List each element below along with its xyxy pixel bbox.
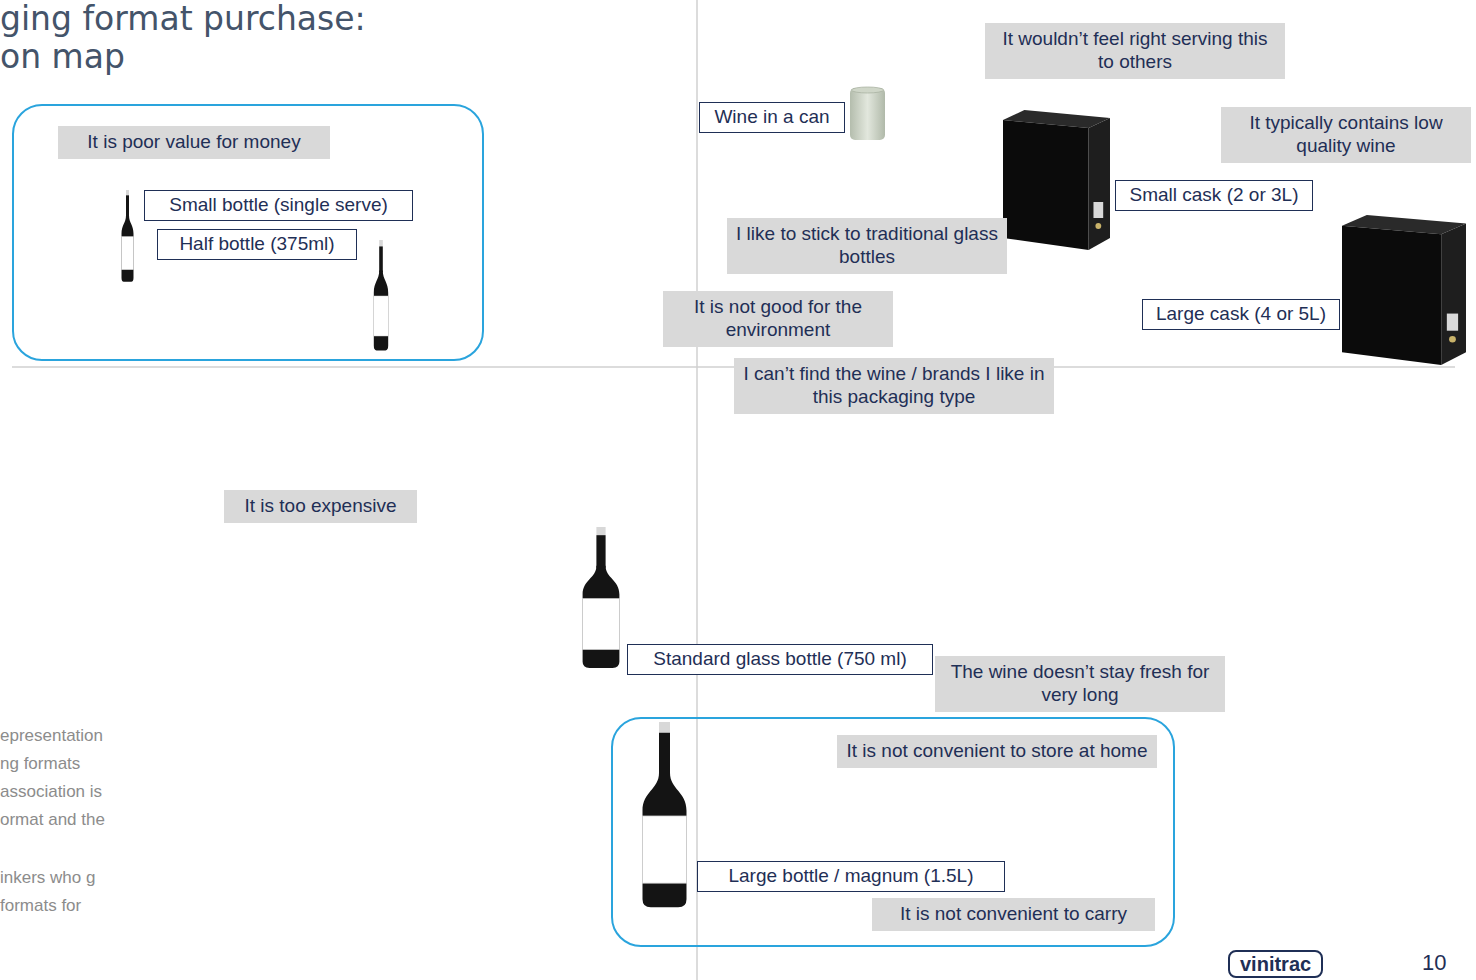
format-label: Large cask (4 or 5L)	[1142, 299, 1340, 330]
reason-box: The wine doesn’t stay fresh for very lon…	[935, 656, 1225, 712]
half-bottle-image	[374, 240, 388, 350]
box-text: Large bottle / magnum (1.5L)	[704, 865, 998, 888]
box-text: It typically contains low quality wine	[1229, 112, 1463, 158]
small-cask-image	[1003, 110, 1110, 250]
magnum-image	[643, 722, 687, 907]
box-text: It wouldn’t feel right serving this to o…	[993, 28, 1277, 74]
brand-logo: vinitrac	[1228, 950, 1323, 978]
cluster-outline: It is poor value for moneySmall bottle (…	[12, 104, 484, 361]
format-label: Small bottle (single serve)	[144, 190, 413, 221]
can-image	[850, 87, 885, 140]
box-text: It is not good for the environment	[671, 296, 885, 342]
box-text: Small cask (2 or 3L)	[1122, 184, 1306, 207]
box-text: It is too expensive	[232, 495, 409, 518]
reason-box: I can’t find the wine / brands I like in…	[734, 358, 1054, 414]
box-text: It is not convenient to store at home	[845, 740, 1149, 763]
footnote-text: inkers who g formats for	[0, 864, 125, 920]
reason-box: I like to stick to traditional glass bot…	[727, 218, 1007, 274]
footnote-text: epresentation ng formats association is …	[0, 722, 125, 834]
page-number: 10	[1422, 950, 1446, 976]
format-label: Standard glass bottle (750 ml)	[627, 644, 933, 675]
reason-box: It wouldn’t feel right serving this to o…	[985, 23, 1285, 79]
box-text: It is poor value for money	[66, 131, 322, 154]
box-text: I can’t find the wine / brands I like in…	[742, 363, 1046, 409]
box-text: It is not convenient to carry	[880, 903, 1147, 926]
reason-box: It typically contains low quality wine	[1221, 107, 1471, 163]
small-bottle-image	[122, 190, 134, 282]
reason-box: It is poor value for money	[58, 126, 330, 159]
format-label: Small cask (2 or 3L)	[1115, 180, 1313, 211]
cluster-outline: It is not convenient to store at homeLar…	[611, 717, 1175, 947]
box-text: Wine in a can	[706, 106, 838, 129]
format-label: Wine in a can	[699, 102, 845, 133]
box-text: The wine doesn’t stay fresh for very lon…	[943, 661, 1217, 707]
large-cask-image	[1342, 215, 1466, 365]
format-label: Half bottle (375ml)	[157, 229, 357, 260]
box-text: I like to stick to traditional glass bot…	[735, 223, 999, 269]
box-text: Standard glass bottle (750 ml)	[634, 648, 926, 671]
reason-box: It is not convenient to carry	[872, 898, 1155, 931]
standard-bottle-image	[583, 527, 620, 668]
slide-title: ging format purchase: on map	[0, 0, 370, 76]
reason-box: It is not good for the environment	[663, 291, 893, 347]
vertical-axis	[696, 0, 698, 980]
box-text: Large cask (4 or 5L)	[1149, 303, 1333, 326]
reason-box: It is too expensive	[224, 490, 417, 523]
format-label: Large bottle / magnum (1.5L)	[697, 861, 1005, 892]
box-text: Half bottle (375ml)	[164, 233, 350, 256]
reason-box: It is not convenient to store at home	[837, 735, 1157, 768]
box-text: Small bottle (single serve)	[151, 194, 406, 217]
